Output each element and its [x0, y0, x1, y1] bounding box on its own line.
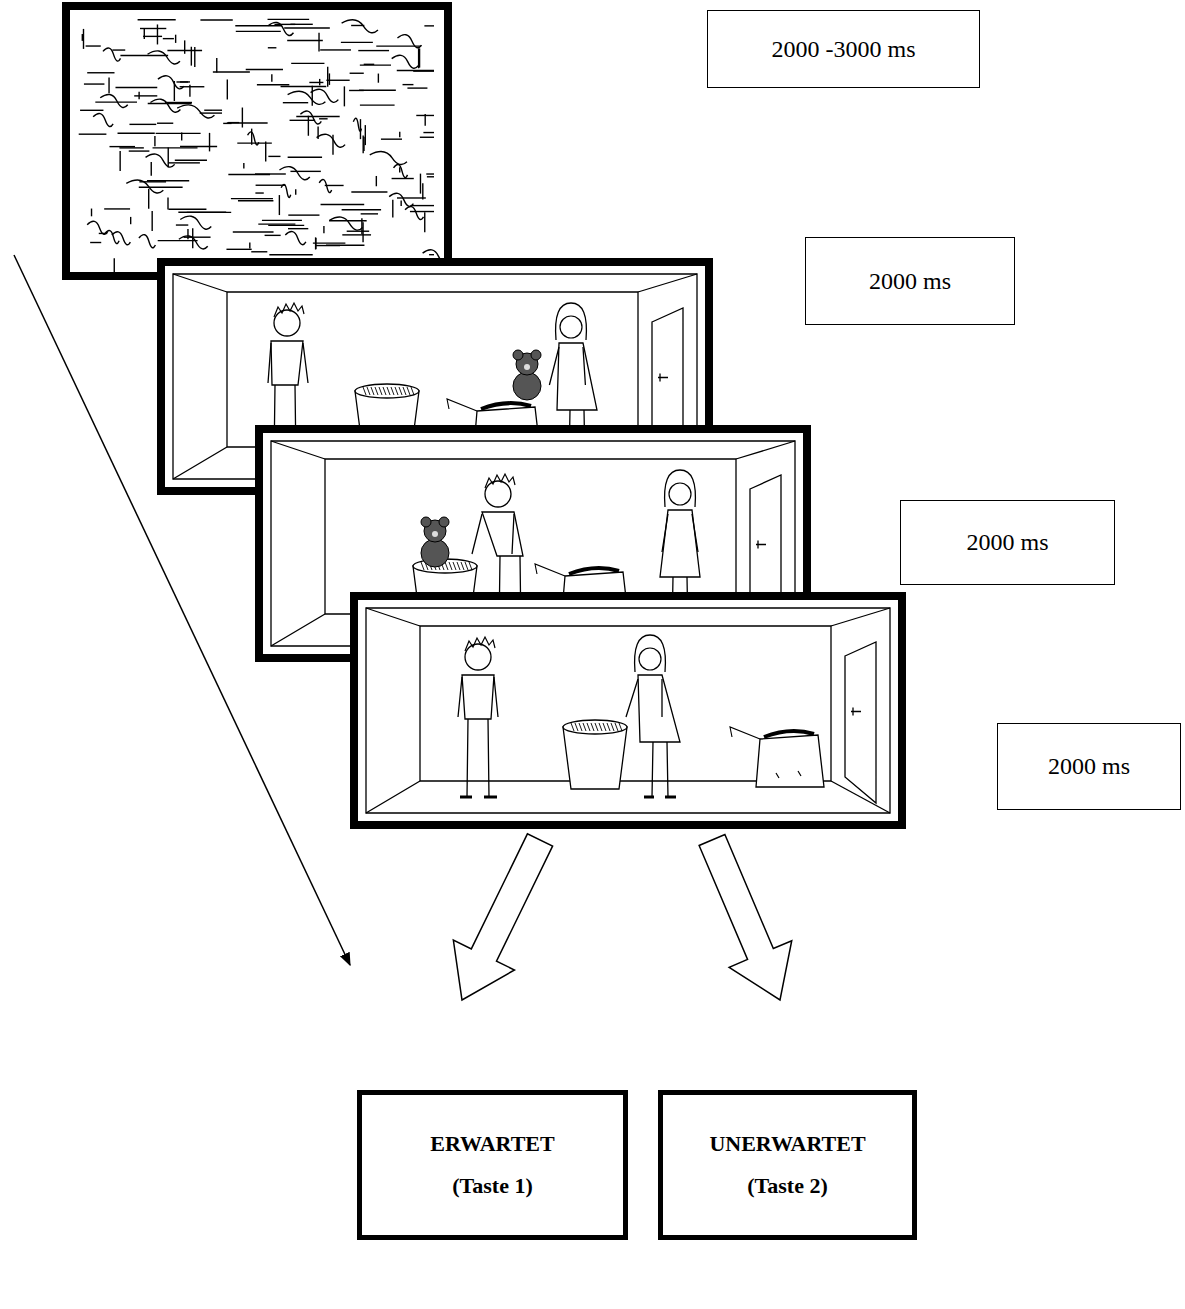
response-label: (Taste 1) [452, 1165, 532, 1207]
duration-box: 2000 -3000 ms [707, 10, 980, 88]
response-label: UNERWARTET [709, 1123, 865, 1165]
duration-label: 2000 ms [869, 268, 951, 295]
duration-box: 2000 ms [900, 500, 1115, 585]
response-box: UNERWARTET(Taste 2) [658, 1090, 917, 1240]
response-label: ERWARTET [430, 1123, 554, 1165]
scrambled-mask [66, 6, 449, 281]
response-label: (Taste 2) [747, 1165, 827, 1207]
duration-label: 2000 ms [966, 529, 1048, 556]
response-arrow [681, 827, 812, 1014]
response-arrow [431, 825, 570, 1015]
duration-box: 2000 ms [997, 723, 1181, 810]
duration-box: 2000 ms [805, 237, 1015, 325]
scene-girl-searches [354, 596, 902, 825]
response-box: ERWARTET(Taste 1) [357, 1090, 628, 1240]
duration-label: 2000 ms [1048, 753, 1130, 780]
duration-label: 2000 -3000 ms [772, 36, 916, 63]
